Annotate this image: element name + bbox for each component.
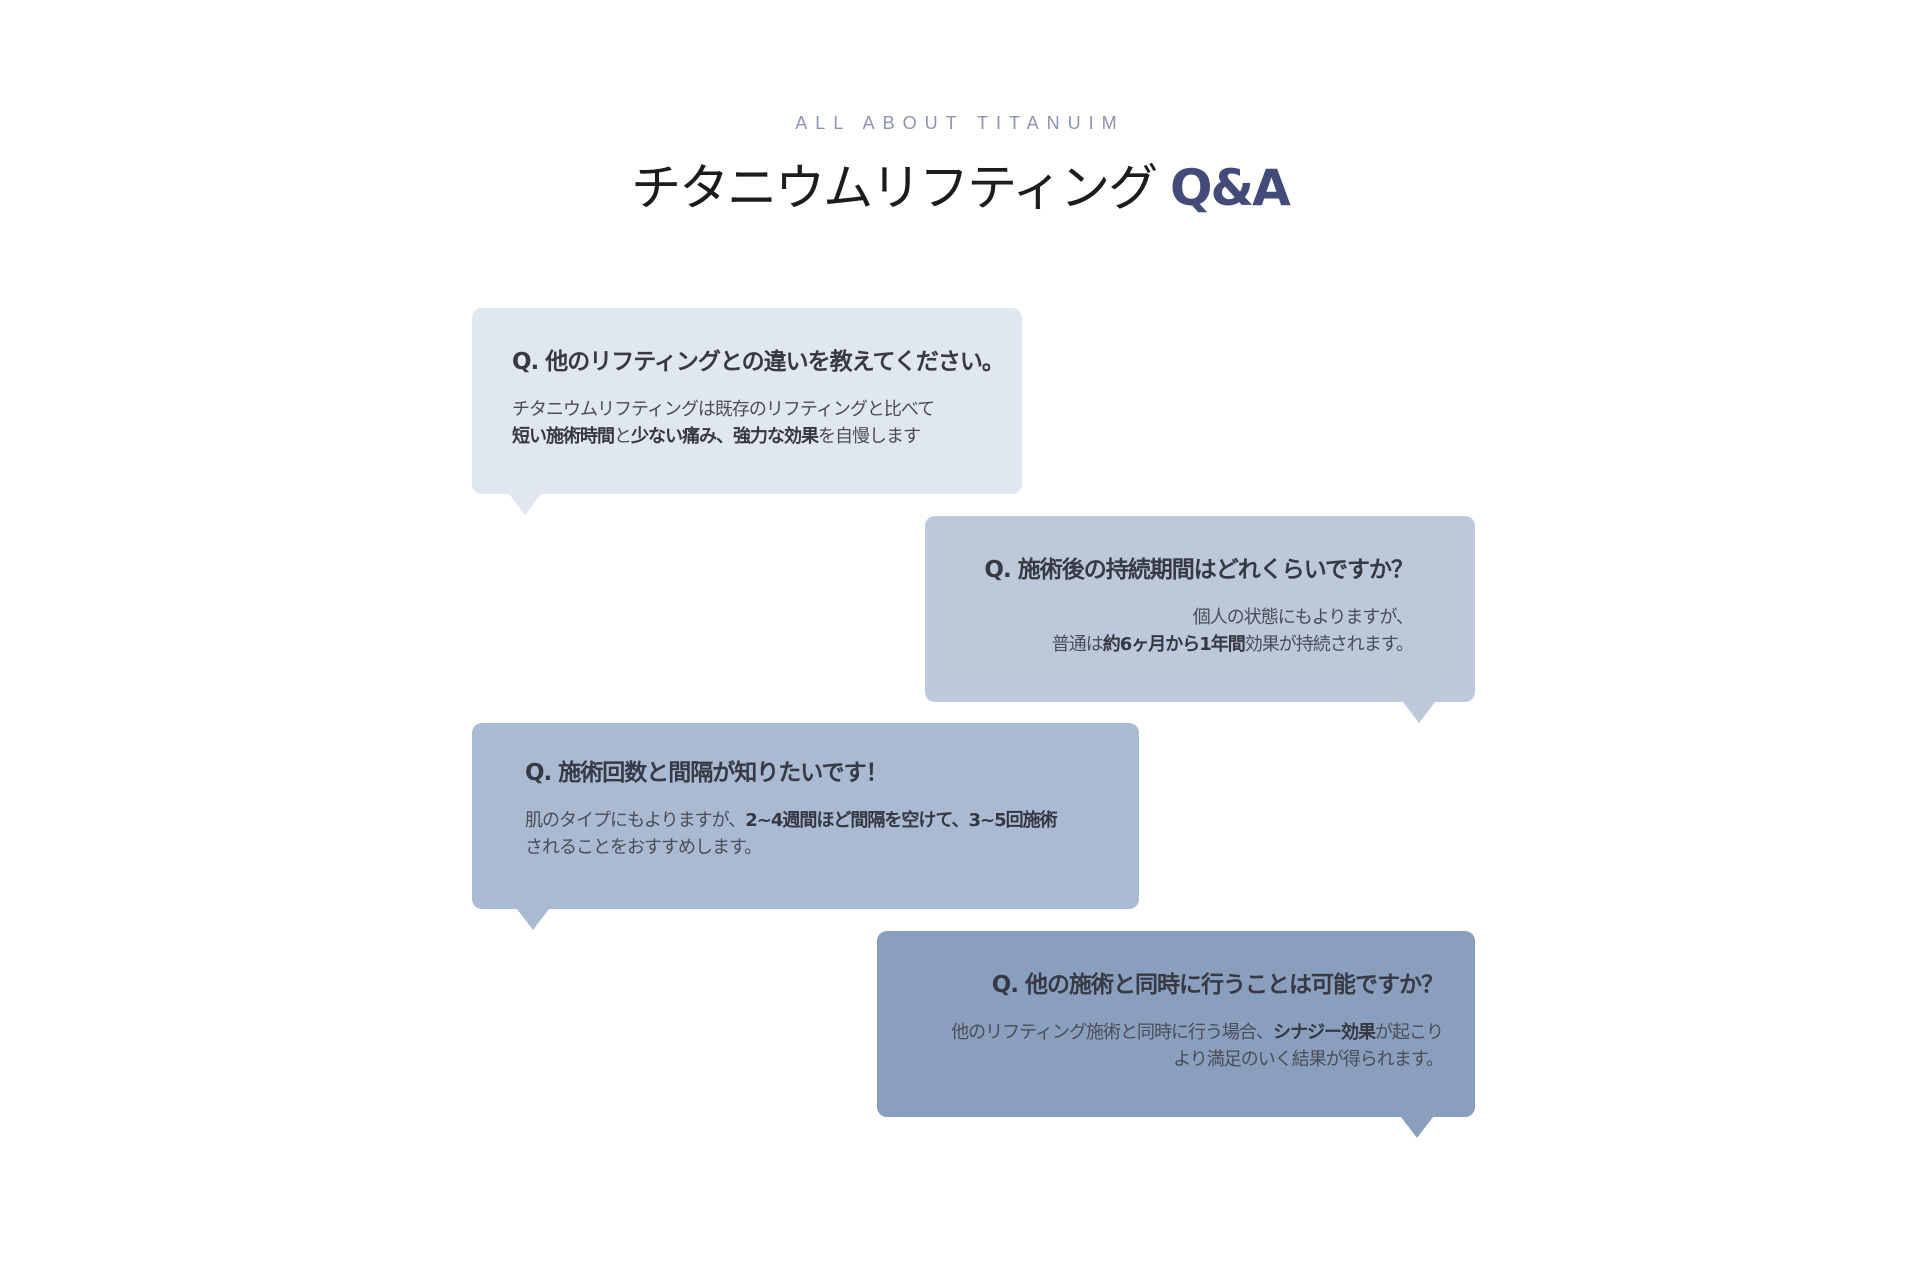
answer-4: 他のリフティング施術と同時に行う場合、シナジー効果が起こり より満足のいく結果が… [909, 1019, 1444, 1073]
question-3: Q. 施術回数と間隔が知りたいです！ [525, 760, 889, 786]
answer-emphasis: シナジー効果 [1273, 1022, 1376, 1043]
answer-2-line-2: 普通は約6ヶ月から1年間効果が持続されます。 [965, 631, 1414, 658]
answer-2: 個人の状態にもよりますが、 普通は約6ヶ月から1年間効果が持続されます。 [965, 604, 1414, 658]
qa-bubble-1: Q. 他のリフティングとの違いを教えてください。 チタニウムリフティングは既存の… [472, 308, 1022, 515]
answer-text: を自慢します [818, 426, 921, 447]
answer-4-line-1: 他のリフティング施術と同時に行う場合、シナジー効果が起こり [909, 1019, 1444, 1046]
qa-bubble-2: Q. 施術後の持続期間はどれくらいですか？ 個人の状態にもよりますが、 普通は約… [925, 516, 1475, 723]
answer-3-line-2: されることをおすすめします。 [525, 834, 1089, 861]
answer-3-line-1: 肌のタイプにもよりますが、2~4週間ほど間隔を空けて、3~5回施術 [525, 807, 1089, 834]
answer-text: より満足のいく結果が得られます。 [1173, 1049, 1444, 1070]
answer-3: 肌のタイプにもよりますが、2~4週間ほど間隔を空けて、3~5回施術 されることを… [525, 807, 1089, 861]
answer-text: 個人の状態にもよりますが、 [1192, 607, 1414, 628]
answer-text: されることをおすすめします。 [525, 837, 762, 858]
answer-text: 他のリフティング施術と同時に行う場合、 [951, 1022, 1274, 1043]
answer-text: 効果が持続されます。 [1244, 634, 1414, 655]
answer-2-line-1: 個人の状態にもよりますが、 [965, 604, 1414, 631]
answer-emphasis: 2~4週間ほど間隔を空けて、3~5回施術 [745, 810, 1057, 831]
answer-text: が起こり [1375, 1022, 1444, 1043]
answer-emphasis: 約6ヶ月から1年間 [1102, 634, 1246, 655]
page-title: チタニウムリフティング Q&A [0, 158, 1920, 218]
answer-text: 普通は [1051, 634, 1104, 655]
answer-1-line-1: チタニウムリフティングは既存のリフティングと比べて [512, 396, 984, 423]
answer-4-line-2: より満足のいく結果が得られます。 [909, 1046, 1444, 1073]
answer-emphasis: 短い施術時間 [512, 426, 615, 447]
section-eyebrow: ALL ABOUT TITANUIM [795, 113, 1125, 133]
question-4: Q. 他の施術と同時に行うことは可能ですか？ [991, 972, 1444, 998]
qa-bubble-4: Q. 他の施術と同時に行うことは可能ですか？ 他のリフティング施術と同時に行う場… [877, 931, 1475, 1138]
answer-emphasis: 少ない痛み、強力な効果 [631, 426, 819, 447]
answer-text: と [614, 426, 632, 447]
answer-1: チタニウムリフティングは既存のリフティングと比べて 短い施術時間と少ない痛み、強… [512, 396, 984, 450]
qa-bubble-3: Q. 施術回数と間隔が知りたいです！ 肌のタイプにもよりますが、2~4週間ほど間… [472, 723, 1139, 930]
question-1: Q. 他のリフティングとの違いを教えてください。 [512, 349, 1005, 375]
answer-text: 肌のタイプにもよりますが、 [525, 810, 746, 831]
page-title-main: チタニウムリフティング [631, 159, 1158, 217]
page-title-accent: Q&A [1170, 159, 1291, 217]
answer-text: チタニウムリフティングは既存のリフティングと比べて [512, 399, 935, 420]
answer-1-line-2: 短い施術時間と少ない痛み、強力な効果を自慢します [512, 423, 984, 450]
question-2: Q. 施術後の持続期間はどれくらいですか？ [984, 557, 1414, 583]
